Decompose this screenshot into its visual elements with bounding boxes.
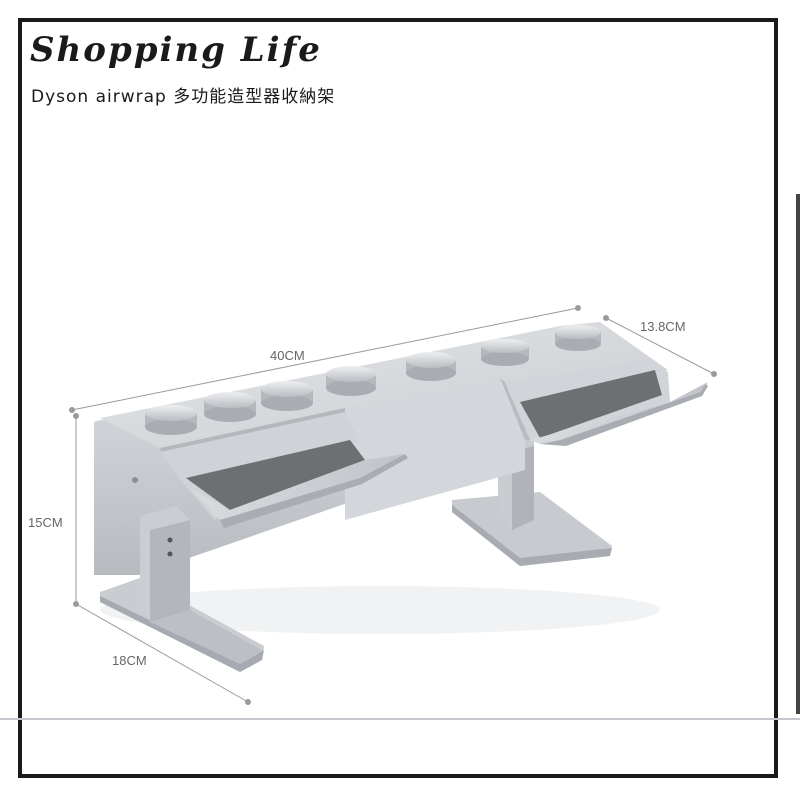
post-3 xyxy=(261,381,313,411)
dimension-base-label: 18CM xyxy=(112,653,147,668)
post-5 xyxy=(406,352,456,381)
floor-shadow xyxy=(100,586,660,634)
dimension-height-label: 15CM xyxy=(28,515,63,530)
product-title: Dyson airwrap 多功能造型器收納架 xyxy=(31,87,336,107)
post-1 xyxy=(145,405,197,435)
post-6 xyxy=(481,339,529,366)
brand-title: Shopping Life xyxy=(30,30,322,70)
right-tray xyxy=(505,360,708,446)
floor-line xyxy=(0,718,800,720)
dimension-length-label: 40CM xyxy=(270,348,305,363)
post-4 xyxy=(326,366,376,396)
attachment-posts xyxy=(145,325,601,435)
post-2 xyxy=(204,392,256,422)
dimension-depth-label: 13.8CM xyxy=(640,319,686,334)
post-7 xyxy=(555,325,601,351)
right-edge-strip xyxy=(796,194,800,714)
left-tray xyxy=(160,412,408,528)
mount-hole xyxy=(132,477,138,483)
left-leg xyxy=(100,506,264,672)
image-frame xyxy=(18,18,778,778)
center-block xyxy=(345,378,525,520)
dimension-lines xyxy=(69,305,717,705)
